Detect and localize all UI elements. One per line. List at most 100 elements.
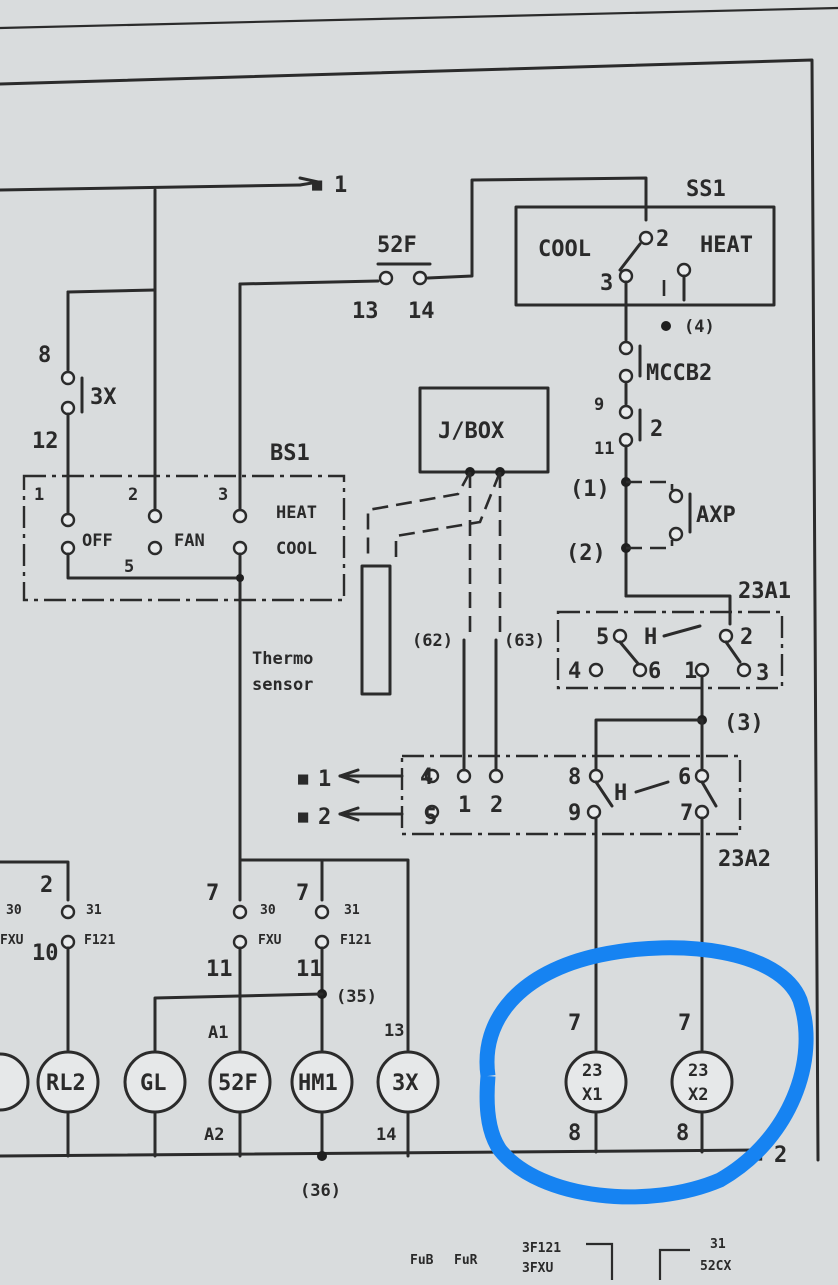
aux-b-bottom xyxy=(314,934,330,950)
aux-a-fxu: FXU xyxy=(258,933,282,948)
52f-pin-13: 13 xyxy=(352,299,379,324)
23a1-pin-4: 4 xyxy=(568,659,581,684)
bs1-terminal-5 xyxy=(147,540,163,556)
jbox-63: (63) xyxy=(504,631,545,651)
3x-label: 3X xyxy=(90,385,117,410)
23a1-pin-2: 2 xyxy=(740,625,753,650)
bottom-fragment-wires xyxy=(586,1242,690,1280)
ss1-label: SS1 xyxy=(686,177,726,202)
terminal-52f-13 xyxy=(378,270,394,286)
wire-aux-top xyxy=(238,858,410,1052)
node-2-label: (2) xyxy=(566,541,606,566)
coil-23x2-line1: 23 xyxy=(688,1061,708,1081)
tb-terminal-2 xyxy=(488,768,504,784)
node-1-label: (1) xyxy=(570,477,610,502)
ss1-node-4: (4) xyxy=(684,317,715,337)
axp-label: AXP xyxy=(696,503,736,528)
paper-edge-top xyxy=(0,6,838,30)
tb-terminal-5 xyxy=(424,804,440,820)
bs1-fan: FAN xyxy=(174,531,205,551)
return-bus xyxy=(0,1148,762,1158)
ss1-pin-2: 2 xyxy=(656,227,669,252)
bus2-marker: ■ xyxy=(298,807,309,827)
right-bus-label: 2 xyxy=(774,1143,787,1168)
bus-arrow-out-2 xyxy=(338,806,360,822)
bs1-terminal-3 xyxy=(232,508,248,524)
bus2-label: 2 xyxy=(318,805,331,830)
23a1-terminal-2 xyxy=(718,628,734,644)
coil-23x2-pin7: 7 xyxy=(678,1011,691,1036)
coil-52f: 52F A1 A2 xyxy=(204,1023,272,1145)
bottom-fub: FuB xyxy=(410,1253,434,1268)
coil-3x-14: 14 xyxy=(376,1125,396,1145)
axp-wire-top xyxy=(626,480,674,490)
axp-terminal-top xyxy=(668,488,684,504)
coil-52f-a1: A1 xyxy=(208,1023,228,1043)
aux-a-30: 30 xyxy=(260,903,276,918)
23a2-pin-7: 7 xyxy=(680,801,693,826)
coil-23x1-pin7: 7 xyxy=(568,1011,581,1036)
coil-gl: GL xyxy=(123,1050,187,1114)
23a2-label: 23A2 xyxy=(718,847,771,872)
coil-23x2-line2: X2 xyxy=(688,1085,708,1105)
23a1-label: 23A1 xyxy=(738,579,791,604)
coil-return-wires xyxy=(66,1110,704,1158)
thermo-sensor xyxy=(360,564,392,696)
23a2-pin-8: 8 xyxy=(568,765,581,790)
bus1-marker: ■ xyxy=(298,769,309,789)
tb-terminal-4 xyxy=(424,768,440,784)
bs1-pin-5: 5 xyxy=(124,557,134,577)
bs1-pin-3: 3 xyxy=(218,485,228,505)
highlight-ring xyxy=(479,940,814,1205)
23a1-terminal-3 xyxy=(736,662,752,678)
tb-pin-5: 5 xyxy=(424,805,437,830)
bs1-heat: HEAT xyxy=(276,503,317,523)
23a2-terminal-8 xyxy=(588,768,604,784)
axp-terminal-bottom xyxy=(668,526,684,542)
ss1-pin-3: 3 xyxy=(600,271,613,296)
coil-52f-label: 52F xyxy=(218,1071,258,1096)
23a1-wire-top xyxy=(624,594,732,626)
coil-partial-left xyxy=(0,1052,30,1112)
ss1-heat: HEAT xyxy=(700,233,753,258)
3x-pin-12: 12 xyxy=(32,429,59,454)
tb-pin-4: 4 xyxy=(420,765,433,790)
wire-52f-to-ss1 xyxy=(426,176,648,280)
aux-left-top xyxy=(60,904,76,920)
tb-terminal-1 xyxy=(456,768,472,784)
bottom-3f121: 3F121 xyxy=(522,1241,561,1256)
bottom-52cx: 52CX xyxy=(700,1259,731,1274)
23a1-terminal-5 xyxy=(612,628,628,644)
aux-b-f121: F121 xyxy=(340,933,371,948)
bus1-label: 1 xyxy=(318,767,331,792)
coil-3x-label: 3X xyxy=(392,1071,419,1096)
terminal-3x-12 xyxy=(60,400,76,416)
aux-left-fxu: FXU xyxy=(0,933,24,948)
bus-label-top-marker: ■ xyxy=(312,175,323,195)
bus-arrow-out-1 xyxy=(338,768,360,784)
coil-gl-label: GL xyxy=(140,1071,167,1096)
23a2-pin-h: H xyxy=(614,781,627,806)
thermo-label-2: sensor xyxy=(252,675,313,695)
bs1-label: BS1 xyxy=(270,441,310,466)
52f-pin-14: 14 xyxy=(408,299,435,324)
23a1-box xyxy=(556,610,784,690)
23a1-terminal-6 xyxy=(632,662,648,678)
aux-left-bottom xyxy=(60,934,76,950)
bs1-off: OFF xyxy=(82,531,113,551)
23a2-terminal-9 xyxy=(586,804,602,820)
mccb2-terminal-9 xyxy=(618,404,634,420)
23a2-arrow xyxy=(634,780,670,794)
bs1-terminal-2 xyxy=(147,508,163,524)
23a2-terminal-7 xyxy=(694,804,710,820)
aux-left-pin-10: 10 xyxy=(32,941,59,966)
coil-23x1-line2: X1 xyxy=(582,1085,602,1105)
3x-pin-8: 8 xyxy=(38,343,51,368)
mccb2-pin-9: 9 xyxy=(594,395,604,415)
aux-pin-7b: 7 xyxy=(296,881,309,906)
node-3-label: (3) xyxy=(724,711,764,736)
jbox-62: (62) xyxy=(412,631,453,651)
coil-3x-13: 13 xyxy=(384,1021,404,1041)
coil-rl2-label: RL2 xyxy=(46,1071,86,1096)
mccb2-terminal-mid xyxy=(618,368,634,384)
